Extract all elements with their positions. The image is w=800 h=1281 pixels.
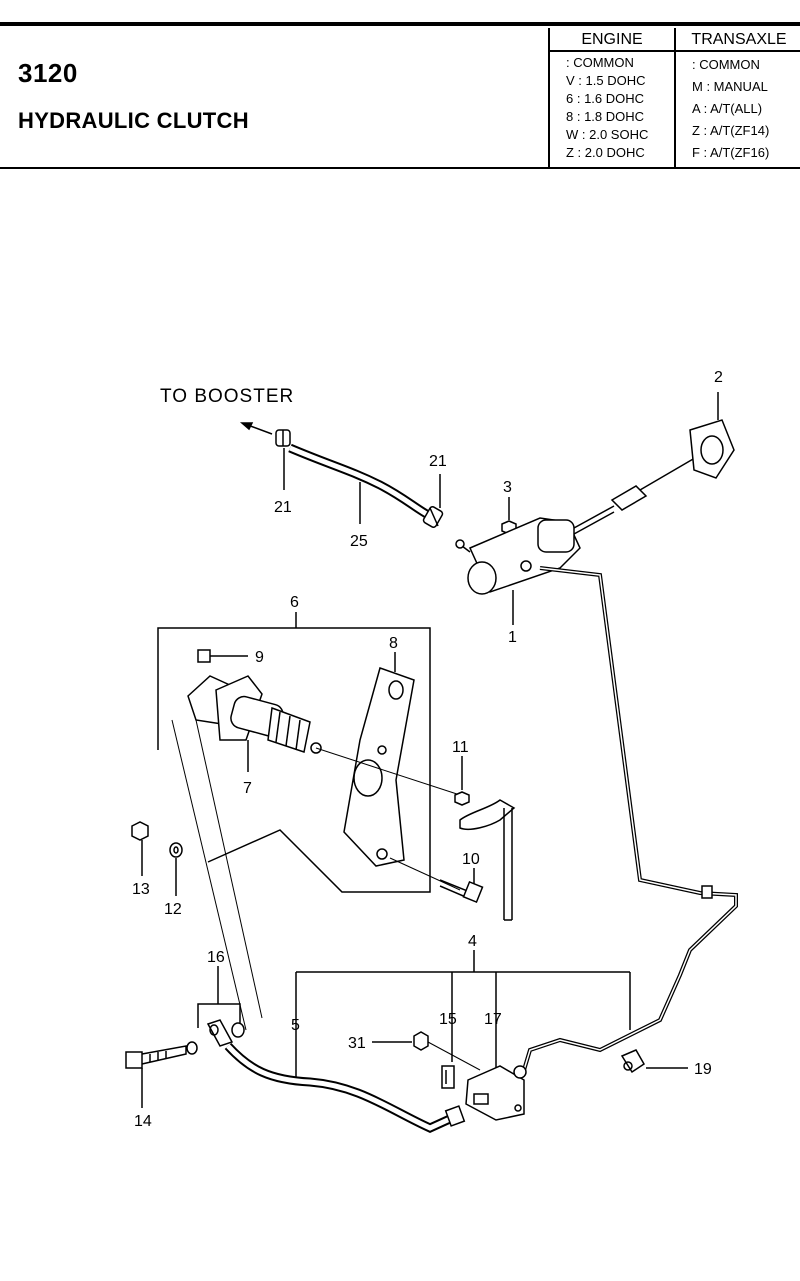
callout-6: 6 xyxy=(290,594,299,611)
callout-17: 17 xyxy=(484,1011,502,1028)
transaxle-row: : COMMON xyxy=(692,57,760,72)
engine-row: 6 : 1.6 DOHC xyxy=(566,91,645,106)
section-title: HYDRAULIC CLUTCH xyxy=(18,108,249,133)
hose-bolt xyxy=(125,1045,187,1069)
callout-8: 8 xyxy=(389,635,398,652)
callout-3: 3 xyxy=(503,479,512,496)
callout-21-right: 21 xyxy=(429,453,447,470)
callout-9: 9 xyxy=(255,649,264,666)
hose-clip-left xyxy=(275,429,291,447)
booster-arrow xyxy=(239,422,273,435)
callout-11: 11 xyxy=(452,739,469,756)
callout-14: 14 xyxy=(134,1113,152,1130)
callout-25: 25 xyxy=(350,533,368,550)
callout-5: 5 xyxy=(291,1017,300,1034)
hose-bracket-group xyxy=(197,966,241,1028)
bracket-bolt xyxy=(439,879,484,904)
clutch-pipe xyxy=(522,566,738,1071)
callout-2: 2 xyxy=(714,369,723,386)
callout-7: 7 xyxy=(243,780,252,797)
engine-row: V : 1.5 DOHC xyxy=(566,73,646,88)
guide-line xyxy=(315,747,461,796)
retainer-clip xyxy=(441,1065,455,1089)
bracket-nut-31 xyxy=(413,1031,429,1051)
transaxle-heading: TRANSAXLE xyxy=(676,28,800,52)
top-rule xyxy=(0,22,800,26)
pipe-bracket xyxy=(465,1065,527,1121)
engine-legend: ENGINE : COMMON V : 1.5 DOHC 6 : 1.6 DOH… xyxy=(548,28,674,168)
callout-16: 16 xyxy=(207,949,225,966)
guide-line xyxy=(171,719,247,1031)
slave-cylinder-bracket xyxy=(343,667,415,867)
engine-heading: ENGINE xyxy=(550,28,674,52)
callout-4: 4 xyxy=(468,933,477,950)
bracket-nut xyxy=(454,791,470,806)
callout-31: 31 xyxy=(348,1035,366,1052)
callout-13: 13 xyxy=(132,881,150,898)
master-cylinder-gasket xyxy=(689,419,735,479)
engine-row: 8 : 1.8 DOHC xyxy=(566,109,645,124)
exploded-parts-diagram: TO BOOSTER xyxy=(0,170,800,1276)
transaxle-legend: TRANSAXLE : COMMON M : MANUAL A : A/T(AL… xyxy=(674,28,800,168)
hose-clip-right xyxy=(422,506,444,528)
mounting-nut xyxy=(131,821,149,841)
booster-hose-inner xyxy=(289,445,432,519)
transaxle-row: Z : A/T(ZF14) xyxy=(692,123,770,138)
clutch-master-cylinder xyxy=(455,454,701,595)
callout-1: 1 xyxy=(508,629,517,646)
transaxle-row: M : MANUAL xyxy=(692,79,768,94)
page-header: 3120 HYDRAULIC CLUTCH ENGINE : COMMON V … xyxy=(0,0,800,170)
to-booster-label: TO BOOSTER xyxy=(160,386,294,407)
mounting-washer xyxy=(169,842,183,858)
guide-line xyxy=(389,857,461,891)
callout-15: 15 xyxy=(439,1011,457,1028)
section-code: 3120 xyxy=(18,58,78,88)
callout-12: 12 xyxy=(164,901,182,918)
slave-cylinder-bolt xyxy=(197,649,248,663)
engine-row: Z : 2.0 DOHC xyxy=(566,145,645,160)
guide-line xyxy=(195,719,263,1019)
pedal-pushrod xyxy=(459,799,516,921)
pipe-assembly-group xyxy=(295,950,631,1080)
flexible-hose xyxy=(206,1019,466,1133)
callout-10: 10 xyxy=(462,851,480,868)
transaxle-row: F : A/T(ZF16) xyxy=(692,145,770,160)
callout-19: 19 xyxy=(694,1061,712,1078)
transaxle-row: A : A/T(ALL) xyxy=(692,101,763,116)
guide-line xyxy=(427,1041,481,1071)
washer-hole xyxy=(173,846,179,854)
pipe-clip xyxy=(620,1049,645,1074)
slave-cylinder-group-box xyxy=(157,627,431,893)
clutch-slave-cylinder xyxy=(187,675,322,754)
header-bottom-rule xyxy=(0,167,800,169)
engine-row: : COMMON xyxy=(566,55,634,70)
hose-washer xyxy=(186,1041,198,1055)
engine-row: W : 2.0 SOHC xyxy=(566,127,649,142)
callout-21-left: 21 xyxy=(274,499,292,516)
